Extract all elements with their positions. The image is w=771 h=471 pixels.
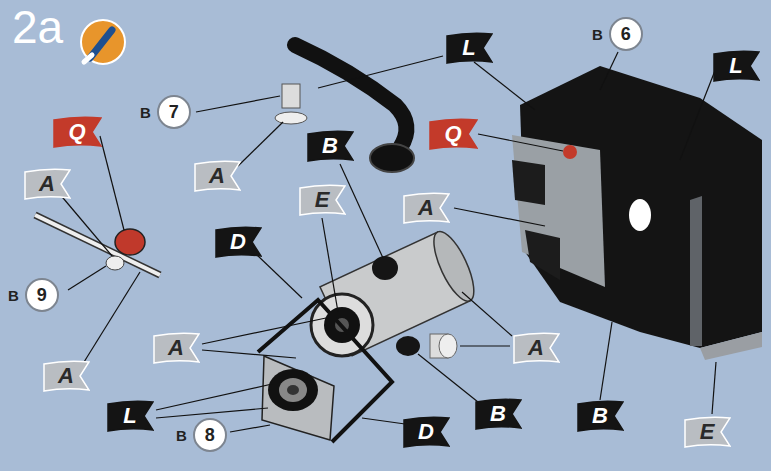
label-flag: L xyxy=(106,400,154,432)
step-number: 2a xyxy=(12,4,63,50)
flag-letter: A xyxy=(193,160,247,192)
part-prefix: B xyxy=(140,104,151,121)
label-flag: A xyxy=(42,360,90,392)
callout-number: 6 xyxy=(621,24,631,45)
flag-letter: A xyxy=(402,192,456,224)
label-flag: A xyxy=(23,168,71,200)
label-flag: L xyxy=(445,32,493,64)
label-flag: B xyxy=(576,400,624,432)
flag-letter: Q xyxy=(428,118,484,150)
label-flag: E xyxy=(683,416,731,448)
label-flag: L xyxy=(712,50,760,82)
label-flag: A xyxy=(152,332,200,364)
label-flag: A xyxy=(512,332,560,364)
flag-letter: A xyxy=(42,360,96,392)
callout-circle: 8 xyxy=(193,418,227,452)
flag-letter: E xyxy=(298,184,352,216)
flag-letter: D xyxy=(214,226,268,258)
label-flag: B xyxy=(306,130,354,162)
callout-circle: 6 xyxy=(609,17,643,51)
part-callout: B8 xyxy=(176,419,227,451)
label-flag: B xyxy=(474,398,522,430)
callout-number: 7 xyxy=(169,102,179,123)
callout-circle: 7 xyxy=(157,95,191,129)
part-prefix: B xyxy=(8,287,19,304)
flag-letter: E xyxy=(683,416,737,448)
flag-letter: B xyxy=(576,400,630,432)
label-flag: D xyxy=(402,416,450,448)
flag-letter: D xyxy=(402,416,456,448)
part-callout: B7 xyxy=(140,96,191,128)
flag-letter: A xyxy=(23,168,77,200)
flag-letter: L xyxy=(712,50,766,82)
part-prefix: B xyxy=(592,26,603,43)
label-flag: D xyxy=(214,226,262,258)
label-flag: E xyxy=(298,184,346,216)
label-flag: Q xyxy=(428,118,478,150)
callout-number: 9 xyxy=(37,285,47,306)
flag-letter: B xyxy=(306,130,360,162)
callout-circle: 9 xyxy=(25,278,59,312)
flag-letter: L xyxy=(106,400,160,432)
flag-letter: L xyxy=(445,32,499,64)
part-callout: B6 xyxy=(592,18,643,50)
flag-letter: A xyxy=(512,332,566,364)
label-flag: A xyxy=(193,160,241,192)
flag-letter: Q xyxy=(52,116,108,148)
flag-letter: B xyxy=(474,398,528,430)
part-prefix: B xyxy=(176,427,187,444)
flag-letter: A xyxy=(152,332,206,364)
callout-number: 8 xyxy=(205,425,215,446)
label-flag: Q xyxy=(52,116,102,148)
label-flag: A xyxy=(402,192,450,224)
part-callout: B9 xyxy=(8,279,59,311)
